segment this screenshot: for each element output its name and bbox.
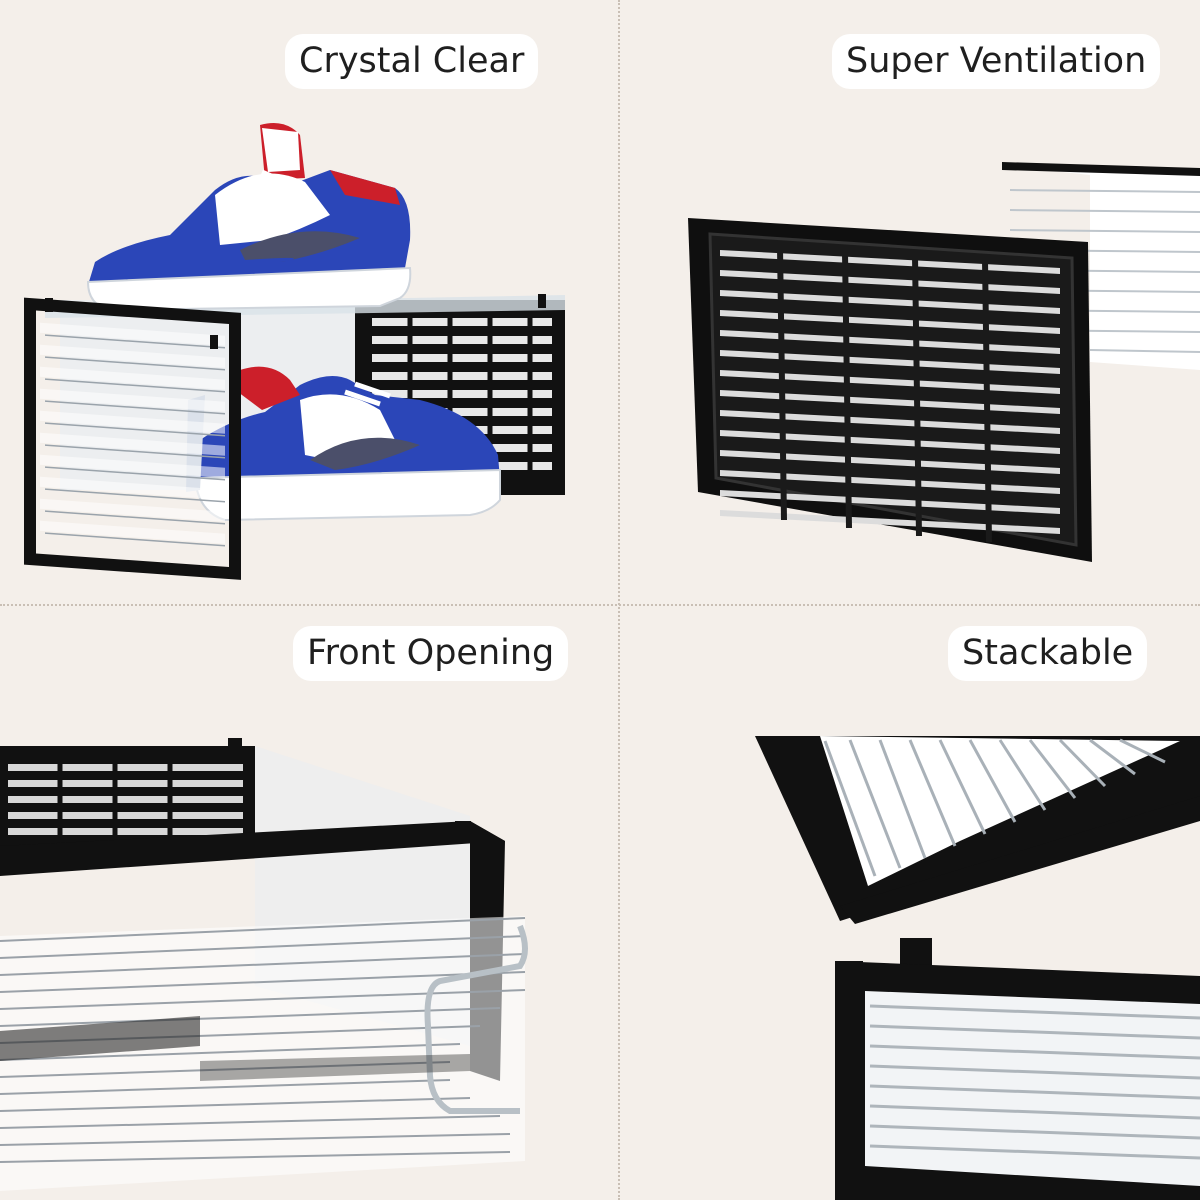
front-door [24,297,241,580]
upper-shoe [86,122,412,312]
panel-front-opening: Front Opening [0,606,616,1200]
feature-label-crystal-clear: Crystal Clear [285,34,539,89]
panel-super-ventilation: Super Ventilation [620,0,1200,602]
vertical-divider [618,0,620,1200]
shoe-box-illustration [24,122,565,580]
horizontal-divider [0,604,1200,606]
vent-panel-illustration [688,162,1200,562]
front-door-illustration [0,738,528,1191]
feature-label-stackable: Stackable [948,626,1148,681]
vent-slots [720,250,1060,534]
panel-crystal-clear: Crystal Clear [0,0,616,602]
feature-label-super-ventilation: Super Ventilation [832,34,1161,89]
stacked-boxes-illustration [755,736,1200,1200]
lower-shoe [186,366,501,522]
panel-stackable: Stackable [620,606,1200,1200]
feature-label-front-opening: Front Opening [293,626,569,681]
